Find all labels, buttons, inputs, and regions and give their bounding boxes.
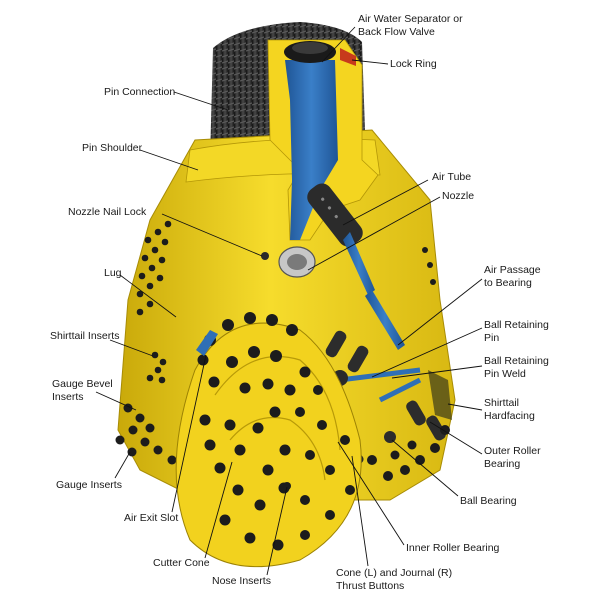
leader-cutter-cone <box>204 461 233 559</box>
label-shirttail-inserts: Shirttail Inserts <box>50 330 119 342</box>
label-shirttail-hardfacing-1: Shirttail <box>484 397 519 409</box>
label-pin-connection: Pin Connection <box>104 86 175 98</box>
leader-lug <box>119 274 177 318</box>
labels: Air Water Separator or Back Flow Valve L… <box>50 13 549 592</box>
nozzle-nail-lock <box>261 252 269 260</box>
shirttail-insert-grid <box>136 220 436 384</box>
label-air-tube: Air Tube <box>432 171 471 183</box>
lock-ring <box>340 48 356 66</box>
label-gauge-bevel-inserts-1: Gauge Bevel <box>52 378 113 390</box>
label-air-exit-slot: Air Exit Slot <box>124 512 178 524</box>
air-tube <box>307 183 363 247</box>
nozzle-bore <box>287 254 307 270</box>
leader-nozzle-nail-lock <box>161 213 263 257</box>
leader-pin-connection <box>173 91 229 111</box>
leader-lines <box>95 26 483 576</box>
leader-air-tube <box>342 179 429 226</box>
leader-ball-retaining-pin-weld <box>391 365 483 379</box>
air-passage <box>365 290 405 350</box>
leader-air-water-separator <box>321 26 356 63</box>
label-ball-retaining-pin-weld-1: Ball Retaining <box>484 355 549 367</box>
air-tube-channel <box>343 232 375 295</box>
leader-gauge-inserts <box>114 451 131 479</box>
air-exit-slot <box>196 330 218 356</box>
label-air-passage-1: Air Passage <box>484 264 541 276</box>
bearing-passage-1 <box>339 367 421 383</box>
cone-insert-rows <box>197 312 355 551</box>
label-gauge-inserts: Gauge Inserts <box>56 479 122 491</box>
shirttail-hardfacing <box>428 370 452 420</box>
leader-lock-ring <box>351 59 389 65</box>
label-nozzle: Nozzle <box>442 190 474 202</box>
drill-bit-illustration <box>115 22 456 568</box>
label-inner-roller-bearing: Inner Roller Bearing <box>406 542 500 554</box>
leader-shirttail-inserts <box>109 339 154 357</box>
leader-outer-roller-bearing <box>429 421 483 455</box>
label-pin-shoulder: Pin Shoulder <box>82 142 143 154</box>
label-shirttail-hardfacing-2: Hardfacing <box>484 410 535 422</box>
leader-pin-shoulder <box>139 149 199 171</box>
leader-air-exit-slot <box>171 354 207 513</box>
label-nozzle-nail-lock: Nozzle Nail Lock <box>68 206 147 218</box>
bearing-passage-2 <box>378 377 422 403</box>
air-channel <box>285 60 338 240</box>
leader-shirttail-hardfacing <box>447 403 483 411</box>
label-lug: Lug <box>104 267 122 279</box>
leader-gauge-bevel-inserts <box>95 391 137 411</box>
label-air-water-separator-1: Air Water Separator or <box>358 13 463 25</box>
leader-inner-roller-bearing <box>337 441 405 546</box>
leader-air-passage <box>397 278 483 346</box>
label-lock-ring: Lock Ring <box>390 58 437 70</box>
valve-top <box>292 42 328 54</box>
label-ball-retaining-pin-1: Ball Retaining <box>484 319 549 331</box>
label-air-passage-2: to Bearing <box>484 277 532 289</box>
label-ball-retaining-pin-2: Pin <box>484 332 499 344</box>
label-nose-inserts: Nose Inserts <box>212 575 271 587</box>
leader-nose-inserts <box>266 486 288 576</box>
label-cone-journal-2: Thrust Buttons <box>336 580 404 592</box>
leader-nozzle <box>307 196 441 271</box>
label-cone-journal-1: Cone (L) and Journal (R) <box>336 567 452 579</box>
label-outer-roller-bearing-2: Bearing <box>484 458 520 470</box>
label-gauge-bevel-inserts-2: Inserts <box>52 391 84 403</box>
label-air-water-separator-2: Back Flow Valve <box>358 26 435 38</box>
gauge-bevel-insert-row <box>115 403 177 465</box>
leader-ball-retaining-pin <box>371 327 483 378</box>
leader-cone-journal <box>351 455 369 567</box>
label-ball-bearing: Ball Bearing <box>460 495 517 507</box>
cutter-cone <box>175 322 362 568</box>
label-ball-retaining-pin-weld-2: Pin Weld <box>484 368 526 380</box>
label-cutter-cone: Cutter Cone <box>153 557 210 569</box>
leader-ball-bearing <box>391 439 459 497</box>
label-outer-roller-bearing-1: Outer Roller <box>484 445 541 457</box>
